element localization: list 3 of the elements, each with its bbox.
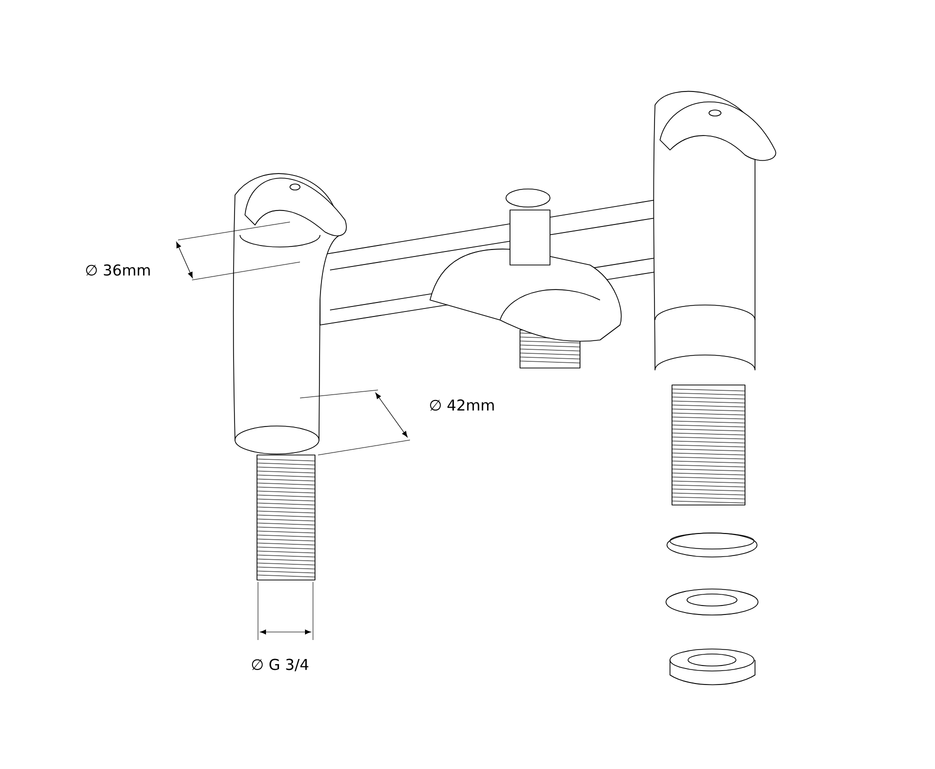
dimension-label: ∅ 36mm xyxy=(86,264,150,276)
dimension-label: ∅ 42mm xyxy=(430,399,494,411)
dimension-label: ∅ G 3/4 xyxy=(252,658,308,672)
